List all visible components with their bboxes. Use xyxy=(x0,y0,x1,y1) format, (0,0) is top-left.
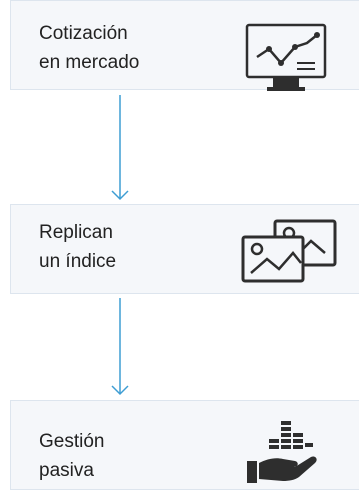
step-box-2: Replican un índice xyxy=(10,204,359,294)
hand-coins-icon xyxy=(247,421,317,483)
step-label-3: Gestión pasiva xyxy=(39,431,105,481)
flow-arrow-2 xyxy=(111,298,129,396)
flow-arrow-1 xyxy=(111,95,129,201)
images-icon xyxy=(241,219,337,283)
step-box-3: Gestión pasiva xyxy=(10,400,359,490)
step-label-2: Replican un índice xyxy=(39,222,117,272)
step-label-1: Cotización en mercado xyxy=(39,23,140,73)
step-box-1: Cotización en mercado xyxy=(10,0,359,91)
monitor-chart-icon xyxy=(245,23,327,91)
